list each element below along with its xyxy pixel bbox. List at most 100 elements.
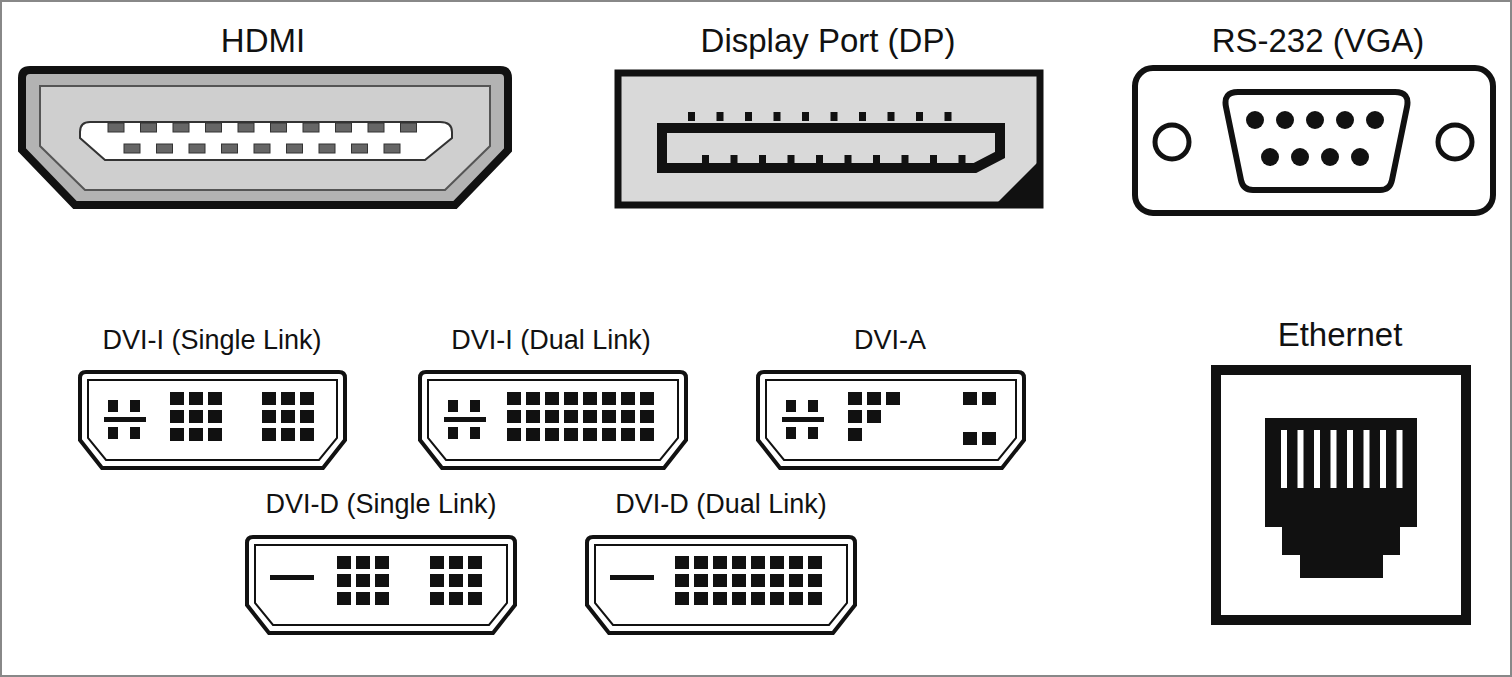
pin — [848, 410, 862, 423]
pin — [170, 410, 184, 423]
pin — [770, 574, 784, 587]
pin — [337, 592, 351, 605]
connector-label: Display Port (DP) — [701, 24, 956, 57]
pin — [621, 392, 635, 405]
pin — [507, 428, 521, 441]
pin — [808, 592, 822, 605]
pin — [859, 112, 866, 121]
pin — [640, 410, 654, 423]
pin — [545, 392, 559, 405]
pin — [759, 155, 766, 164]
pin — [732, 574, 746, 587]
hdmi-port — [22, 70, 508, 205]
blade — [270, 575, 314, 580]
dvi-ports — [80, 372, 1024, 633]
pin — [300, 428, 314, 441]
pin — [732, 556, 746, 569]
pin — [963, 432, 977, 445]
pin — [430, 592, 444, 605]
dvi-shell — [420, 372, 686, 468]
pin — [675, 592, 689, 605]
pin — [789, 556, 803, 569]
pin — [375, 574, 389, 587]
pin — [732, 592, 746, 605]
pin — [1351, 148, 1369, 166]
pin — [717, 112, 724, 121]
pin — [507, 410, 521, 423]
connector-label: DVI-A — [854, 327, 926, 354]
pin — [108, 123, 124, 132]
pin — [281, 428, 295, 441]
pin — [845, 155, 852, 164]
pin — [375, 592, 389, 605]
dvi-inner — [88, 380, 337, 460]
pin — [470, 400, 480, 412]
pin — [640, 392, 654, 405]
pin — [583, 410, 597, 423]
pin — [1298, 430, 1304, 488]
pin — [170, 392, 184, 405]
pin — [816, 155, 823, 164]
pin — [713, 592, 727, 605]
pin — [675, 556, 689, 569]
pin — [808, 556, 822, 569]
pin — [300, 410, 314, 423]
pin — [130, 400, 140, 412]
pin — [448, 400, 458, 412]
pin — [157, 144, 173, 153]
pin — [300, 392, 314, 405]
pin — [208, 410, 222, 423]
connector-label: DVI-I (Single Link) — [102, 327, 321, 354]
connector-label: HDMI — [221, 24, 305, 57]
dvi-shell — [758, 372, 1024, 468]
pin — [449, 592, 463, 605]
pin — [375, 556, 389, 569]
pin — [352, 144, 368, 153]
pin — [254, 144, 270, 153]
pin — [1380, 430, 1386, 488]
pin — [694, 574, 708, 587]
pin — [963, 392, 977, 405]
pin — [526, 392, 540, 405]
pin — [745, 112, 752, 121]
connector-label: DVI-D (Single Link) — [265, 491, 496, 518]
dvi-shell — [247, 537, 515, 633]
pin — [867, 392, 881, 405]
pin — [356, 556, 370, 569]
pin — [470, 427, 480, 439]
pin — [702, 155, 709, 164]
pin — [189, 428, 203, 441]
dvi-inner — [595, 545, 847, 625]
pin — [262, 392, 276, 405]
pin — [1336, 111, 1354, 129]
pin — [621, 428, 635, 441]
pin — [789, 574, 803, 587]
pin — [831, 112, 838, 121]
pin — [602, 410, 616, 423]
pin — [751, 556, 765, 569]
pin — [238, 123, 254, 132]
dvi-shell — [587, 537, 855, 633]
pin — [173, 123, 189, 132]
pin — [356, 592, 370, 605]
pin — [694, 592, 708, 605]
pin — [731, 155, 738, 164]
pin — [262, 410, 276, 423]
pin — [788, 155, 795, 164]
blade — [610, 575, 654, 580]
pin — [108, 427, 118, 439]
pin — [873, 155, 880, 164]
pin — [808, 427, 818, 439]
pin — [1291, 148, 1309, 166]
pin — [449, 556, 463, 569]
pin — [1397, 430, 1403, 488]
pin — [545, 410, 559, 423]
pin — [602, 392, 616, 405]
pin — [802, 112, 809, 121]
pin — [930, 155, 937, 164]
pin — [945, 112, 952, 121]
pin — [271, 123, 287, 132]
pin — [640, 428, 654, 441]
